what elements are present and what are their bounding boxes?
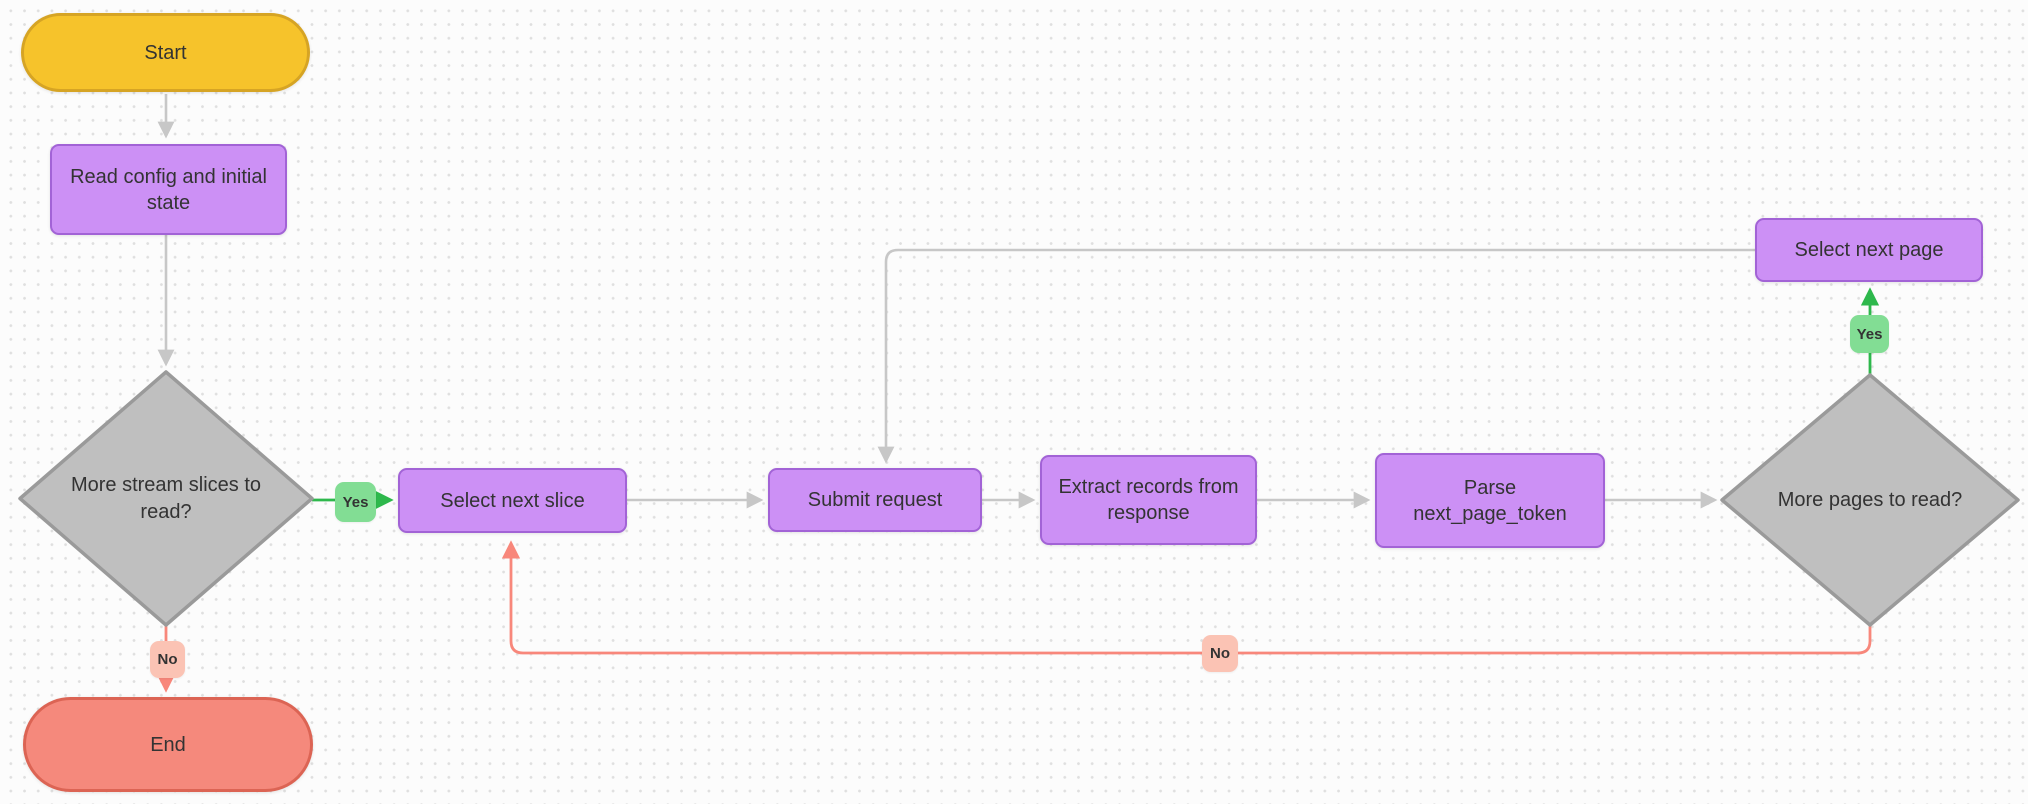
node-more-pages-label: More pages to read?	[1777, 488, 1963, 511]
node-parse-token-label: Parse next_page_token	[1413, 476, 1567, 525]
node-start-label: Start	[144, 41, 187, 64]
node-extract-records-label: Extract records from response	[1058, 476, 1239, 524]
node-end: End	[23, 697, 313, 792]
node-read-config-label: Read config and initial state	[70, 165, 267, 214]
edge-label-no-pages: No	[1202, 635, 1238, 672]
edge-label-yes-pages: Yes	[1850, 315, 1889, 353]
node-submit-request-label: Submit request	[807, 489, 943, 511]
node-more-slices: More stream slices to read?	[66, 444, 266, 554]
node-more-slices-label: More stream slices to read?	[70, 474, 262, 523]
node-select-page-label: Select next page	[1794, 239, 1944, 261]
decision-more-pages-shape	[1720, 373, 2020, 627]
edge-label-no-pages-text: No	[1210, 645, 1230, 662]
edge-more-pages-no	[501, 540, 1872, 655]
edge-label-yes-slices: Yes	[335, 482, 376, 522]
node-select-slice-label: Select next slice	[440, 489, 585, 512]
edge-label-no-slices: No	[150, 641, 185, 678]
node-start: Start	[21, 13, 310, 92]
node-extract-records: Extract records from response	[1040, 455, 1257, 545]
decision-more-slices-shape	[18, 370, 314, 627]
node-submit-request: Submit request	[768, 468, 982, 532]
node-more-pages: More pages to read?	[1770, 446, 1970, 554]
node-end-label: End	[150, 733, 186, 756]
edge-label-yes-pages-text: Yes	[1856, 325, 1883, 343]
node-select-slice: Select next slice	[398, 468, 627, 533]
node-read-config: Read config and initial state	[50, 144, 287, 235]
edge-label-yes-slices-text: Yes	[342, 493, 369, 511]
edge-select-page-to-submit-request	[877, 248, 1755, 464]
edge-label-no-slices-text: No	[157, 651, 178, 668]
node-select-page: Select next page	[1755, 218, 1983, 282]
node-parse-token: Parse next_page_token	[1375, 453, 1605, 548]
